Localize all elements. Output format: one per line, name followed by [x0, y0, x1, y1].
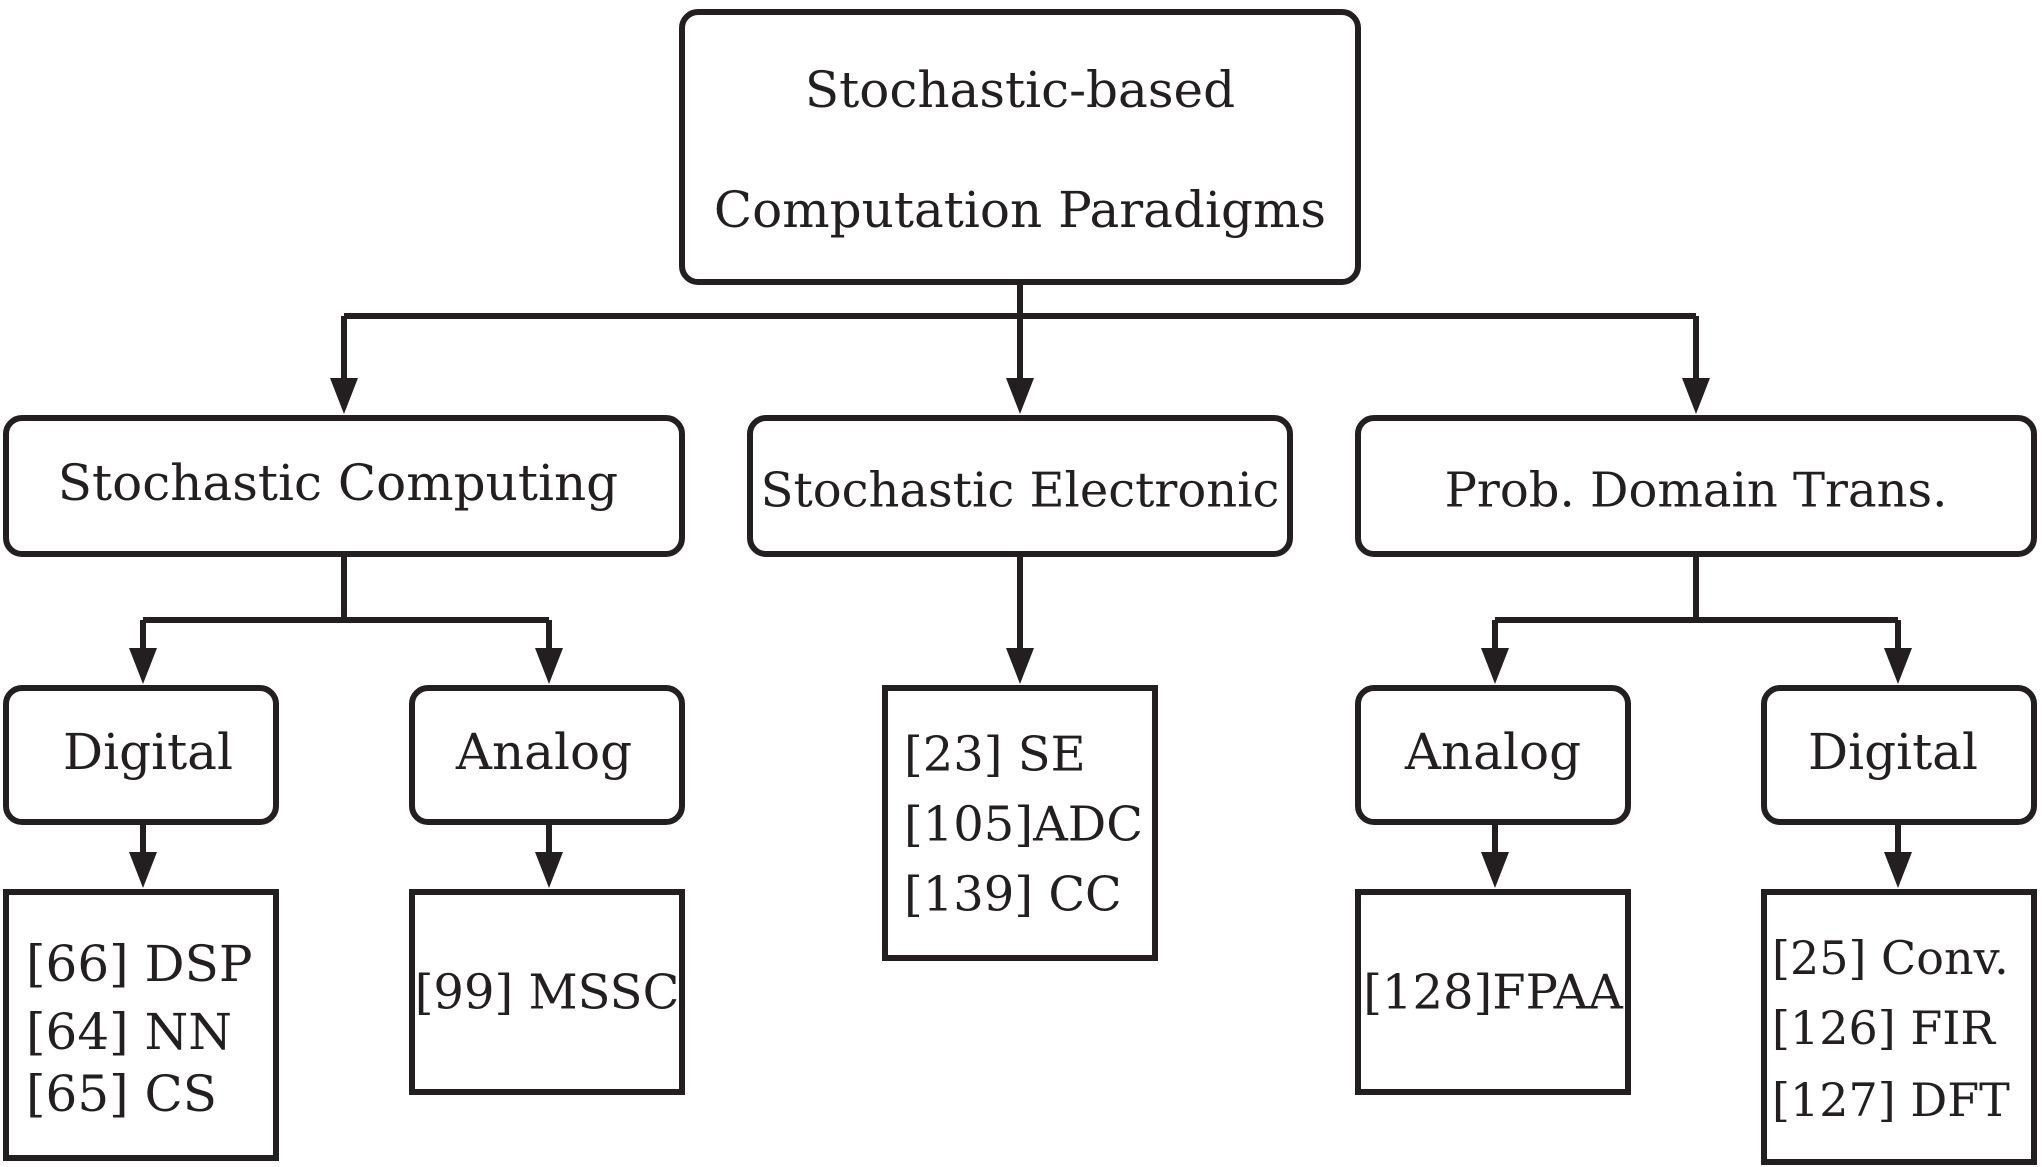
- node-prob-domain-trans-label: Prob. Domain Trans.: [1445, 463, 1948, 519]
- node-prob-domain-trans-box: [1355, 415, 2037, 557]
- node-stochastic-computing-label: Stochastic Computing: [58, 454, 618, 512]
- node-sc-digital: Digital: [3, 685, 279, 825]
- node-sc-digital-label: Digital: [63, 723, 233, 781]
- node-prob-domain-trans: Prob. Domain Trans.: [1355, 415, 2037, 557]
- arrowhead-pdt-analog-refs: [1481, 852, 1509, 888]
- node-pdt-digital-box: [1761, 685, 2037, 825]
- node-stochastic-computing-box: [3, 415, 685, 557]
- node-root-box: [679, 9, 1361, 285]
- refs-sc-analog-box: [409, 889, 685, 1095]
- arrowhead-stochastic-electronic: [1006, 378, 1034, 414]
- arrowhead-se-refs: [1006, 648, 1034, 684]
- ref-item: [126] FIR: [1772, 1001, 1996, 1055]
- node-stochastic-electronic-label: Stochastic Electronic: [761, 463, 1280, 519]
- refs-sc-analog: [99] MSSC: [409, 889, 685, 1095]
- ref-item: [99] MSSC: [415, 965, 680, 1021]
- arrowhead-pdt-digital-refs: [1884, 852, 1912, 888]
- connectors: [129, 282, 1912, 888]
- node-pdt-analog: Analog: [1355, 685, 1631, 825]
- node-sc-analog-box: [409, 685, 685, 825]
- ref-item: [105]ADC: [904, 797, 1143, 853]
- ref-item: [65] CS: [26, 1065, 217, 1123]
- ref-item: [128]FPAA: [1363, 965, 1624, 1021]
- node-stochastic-electronic: Stochastic Electronic: [747, 415, 1293, 557]
- refs-se-box: [882, 685, 1158, 961]
- node-sc-analog-label: Analog: [455, 723, 632, 781]
- node-root: Stochastic-based Computation Paradigms: [679, 9, 1361, 285]
- refs-sc-digital: [66] DSP [64] NN [65] CS: [3, 889, 279, 1161]
- arrowhead-sc-analog: [535, 648, 563, 684]
- node-stochastic-computing: Stochastic Computing: [3, 415, 685, 557]
- refs-pdt-analog: [128]FPAA: [1355, 889, 1631, 1095]
- node-pdt-analog-label: Analog: [1404, 723, 1581, 781]
- node-sc-digital-box: [3, 685, 279, 825]
- node-pdt-digital-label: Digital: [1808, 723, 1978, 781]
- node-root-line-1: Stochastic-based: [805, 61, 1235, 119]
- ref-item: [139] CC: [904, 867, 1122, 923]
- ref-item: [64] NN: [26, 1003, 232, 1061]
- node-root-line-2: Computation Paradigms: [714, 181, 1326, 239]
- node-pdt-digital: Digital: [1761, 685, 2037, 825]
- ref-item: [127] DFT: [1772, 1073, 2010, 1127]
- refs-sc-digital-box: [3, 889, 279, 1161]
- arrowhead-sc-digital: [129, 648, 157, 684]
- ref-item: [25] Conv.: [1772, 931, 2009, 985]
- ref-item: [66] DSP: [26, 935, 253, 993]
- arrowhead-sc-digital-refs: [129, 852, 157, 888]
- refs-pdt-analog-box: [1355, 889, 1631, 1095]
- refs-pdt-digital: [25] Conv. [126] FIR [127] DFT: [1761, 889, 2037, 1165]
- ref-item: [23] SE: [904, 727, 1086, 783]
- arrowhead-stochastic-computing: [330, 378, 358, 414]
- arrowhead-pdt-analog: [1481, 648, 1509, 684]
- node-pdt-analog-box: [1355, 685, 1631, 825]
- refs-pdt-digital-box: [1761, 889, 2037, 1165]
- arrowhead-pdt-digital: [1884, 648, 1912, 684]
- arrowhead-prob-domain-trans: [1682, 378, 1710, 414]
- node-stochastic-electronic-box: [747, 415, 1293, 557]
- arrowhead-sc-analog-refs: [535, 852, 563, 888]
- node-sc-analog: Analog: [409, 685, 685, 825]
- refs-se: [23] SE [105]ADC [139] CC: [882, 685, 1158, 961]
